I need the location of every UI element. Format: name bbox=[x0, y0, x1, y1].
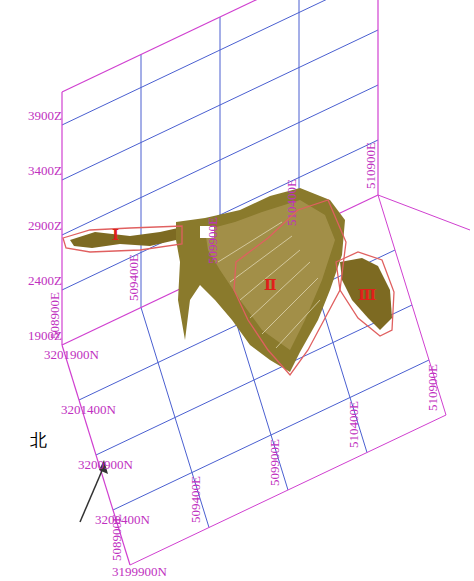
grid-line bbox=[113, 360, 429, 510]
grid-line bbox=[62, 345, 130, 565]
grid-line bbox=[377, 0, 378, 195]
grid-line bbox=[62, 30, 378, 180]
grid-line bbox=[378, 195, 470, 230]
coordinate-grid bbox=[62, 0, 470, 565]
easting-label: 510400E bbox=[346, 401, 359, 448]
orebody-outline: Ⅰ bbox=[60, 220, 185, 256]
orebody-number: Ⅱ bbox=[264, 278, 277, 293]
north-label: 北 bbox=[30, 432, 47, 449]
easting-label: 510400E bbox=[284, 179, 297, 226]
easting-label: 510900E bbox=[425, 364, 438, 411]
easting-label: 508900E bbox=[47, 292, 60, 339]
orebody-outline: Ⅲ bbox=[332, 248, 398, 340]
z-label: 3900Z bbox=[28, 109, 62, 122]
northing-label: 3199900N bbox=[112, 565, 167, 578]
easting-label: 509400E bbox=[126, 254, 139, 301]
z-label: 3400Z bbox=[28, 164, 62, 177]
grid-line bbox=[62, 0, 378, 125]
z-label: 2400Z bbox=[28, 274, 62, 287]
easting-label: 510900E bbox=[363, 142, 376, 189]
easting-label: 508900E bbox=[109, 514, 122, 561]
easting-label: 509900E bbox=[205, 217, 218, 264]
grid-line bbox=[141, 55, 142, 308]
grid-line bbox=[130, 415, 446, 565]
easting-label: 509900E bbox=[267, 439, 280, 486]
orebody-number: Ⅰ bbox=[112, 228, 119, 243]
outline-shape bbox=[228, 180, 350, 380]
orebody bbox=[70, 188, 392, 372]
northing-label: 3200900N bbox=[78, 458, 133, 471]
z-label: 2900Z bbox=[28, 219, 62, 232]
easting-label: 509400E bbox=[188, 476, 201, 523]
northing-label: 3201400N bbox=[61, 403, 116, 416]
orebody-outline: Ⅱ bbox=[228, 180, 350, 380]
outline-shape bbox=[60, 220, 185, 256]
orebody-number: Ⅲ bbox=[358, 288, 376, 303]
grid-line bbox=[62, 0, 378, 92]
northing-label: 3201900N bbox=[44, 348, 99, 361]
